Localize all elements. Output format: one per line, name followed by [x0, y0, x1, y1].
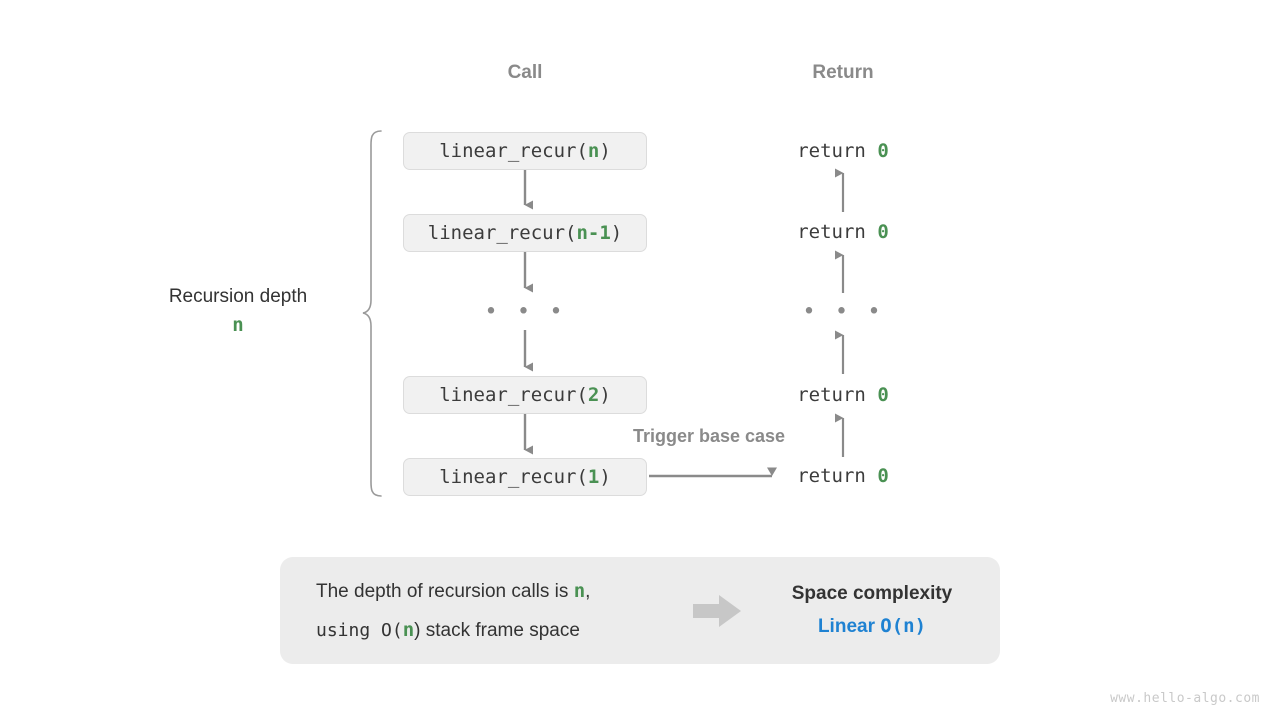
return-statement: return 0 — [797, 384, 889, 406]
summary-arrow-cell — [672, 593, 762, 629]
return-keyword: return — [797, 221, 866, 243]
summary-panel: The depth of recursion calls is n, using… — [280, 557, 1000, 664]
call-frame-box[interactable]: linear_recur(2) — [403, 376, 647, 414]
summary-line1-variable: n — [573, 579, 586, 602]
call-frame-box[interactable]: linear_recur(n) — [403, 132, 647, 170]
space-complexity-result: Linear O(n) — [762, 610, 982, 643]
call-frame-arg: n — [587, 140, 600, 162]
call-frame-arg: 1 — [587, 466, 600, 488]
call-frame-name: linear_recur( — [439, 140, 588, 162]
summary-line2-text-b: ) stack frame space — [414, 619, 580, 641]
recursion-depth-value: n — [232, 314, 244, 336]
return-value: 0 — [877, 465, 889, 487]
return-value: 0 — [877, 221, 889, 243]
call-frame-name: linear_recur( — [439, 466, 588, 488]
summary-conclusion: Space complexity Linear O(n) — [762, 578, 1000, 643]
call-column-header: Call — [507, 62, 543, 83]
call-frame-name: linear_recur( — [427, 222, 577, 244]
summary-description: The depth of recursion calls is n, using… — [280, 572, 672, 650]
return-statement: return 0 — [797, 221, 889, 243]
call-frame-paren: ) — [599, 140, 611, 162]
summary-line1-text-a: The depth of recursion calls is — [316, 580, 574, 602]
call-ellipsis: • • • — [484, 299, 566, 325]
return-statement: return 0 — [797, 465, 889, 487]
summary-line-2: using O(n) stack frame space — [316, 611, 672, 650]
recursion-depth-annotation: Recursion depth n — [150, 284, 326, 340]
call-frame-arg: n-1 — [576, 222, 611, 244]
return-column-header: Return — [812, 62, 874, 83]
summary-line2-variable: n — [402, 618, 415, 641]
right-arrow-icon — [693, 594, 741, 627]
return-value: 0 — [877, 140, 889, 162]
return-keyword: return — [797, 140, 866, 162]
call-frame-arg: 2 — [587, 384, 600, 406]
call-frame-paren: ) — [610, 222, 623, 244]
trigger-base-case-label: Trigger base case — [632, 426, 786, 446]
return-statement: return 0 — [797, 140, 889, 162]
return-keyword: return — [797, 465, 866, 487]
complexity-word: Linear — [817, 616, 875, 637]
call-frame-name: linear_recur( — [439, 384, 588, 406]
call-frame-box[interactable]: linear_recur(n-1) — [403, 214, 647, 252]
call-frame-paren: ) — [599, 384, 611, 406]
return-keyword: return — [797, 384, 866, 406]
recursion-depth-brace — [362, 130, 382, 497]
return-ellipsis: • • • — [802, 299, 884, 325]
call-frame-paren: ) — [599, 466, 611, 488]
summary-line-1: The depth of recursion calls is n, — [316, 572, 672, 611]
space-complexity-title: Space complexity — [791, 583, 953, 604]
recursion-depth-label: Recursion depth — [168, 286, 308, 307]
summary-line2-text-a: using O( — [316, 619, 403, 641]
summary-line1-text-b: , — [585, 580, 591, 602]
return-value: 0 — [877, 384, 889, 406]
call-frame-box[interactable]: linear_recur(1) — [403, 458, 647, 496]
watermark: www.hello-algo.com — [1110, 691, 1260, 706]
complexity-notation: O(n) — [880, 615, 927, 637]
